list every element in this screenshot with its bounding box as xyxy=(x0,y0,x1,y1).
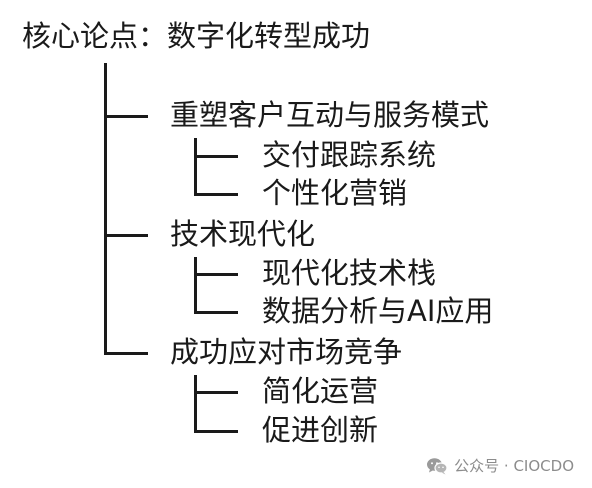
watermark: 公众号 · CIOCDO xyxy=(426,455,574,476)
branch-1-label: 重塑客户互动与服务模式 xyxy=(170,98,490,132)
branch-3-child-1-connector xyxy=(194,391,238,394)
branch-2-sub-vertical xyxy=(194,257,197,314)
branch-3-connector xyxy=(104,352,148,355)
branch-2-connector xyxy=(104,234,148,237)
branch-3-child-2-connector xyxy=(194,430,238,433)
branch-2-child-1-label: 现代化技术栈 xyxy=(262,256,437,290)
branch-3-child-2-label: 促进创新 xyxy=(262,413,379,447)
branch-3-label: 成功应对市场竞争 xyxy=(170,335,403,369)
branch-1-connector xyxy=(104,115,148,118)
branch-1-child-2-label: 个性化营销 xyxy=(262,176,408,210)
watermark-text: 公众号 · CIOCDO xyxy=(454,457,574,475)
branch-2-child-1-connector xyxy=(194,273,238,276)
branch-1-sub-vertical xyxy=(194,138,197,195)
root-label: 核心论点：数字化转型成功 xyxy=(22,19,371,53)
branch-1-child-2-connector xyxy=(194,193,238,196)
branch-1-child-1-connector xyxy=(194,155,238,158)
wechat-icon xyxy=(426,457,448,475)
branch-2-child-2-label: 数据分析与AI应用 xyxy=(262,294,494,328)
branch-3-sub-vertical xyxy=(194,375,197,432)
branch-3-child-1-label: 简化运营 xyxy=(262,374,379,408)
branch-2-child-2-connector xyxy=(194,311,238,314)
branch-2-label: 技术现代化 xyxy=(170,217,316,251)
branch-1-child-1-label: 交付跟踪系统 xyxy=(262,138,437,172)
trunk-line xyxy=(104,63,107,354)
